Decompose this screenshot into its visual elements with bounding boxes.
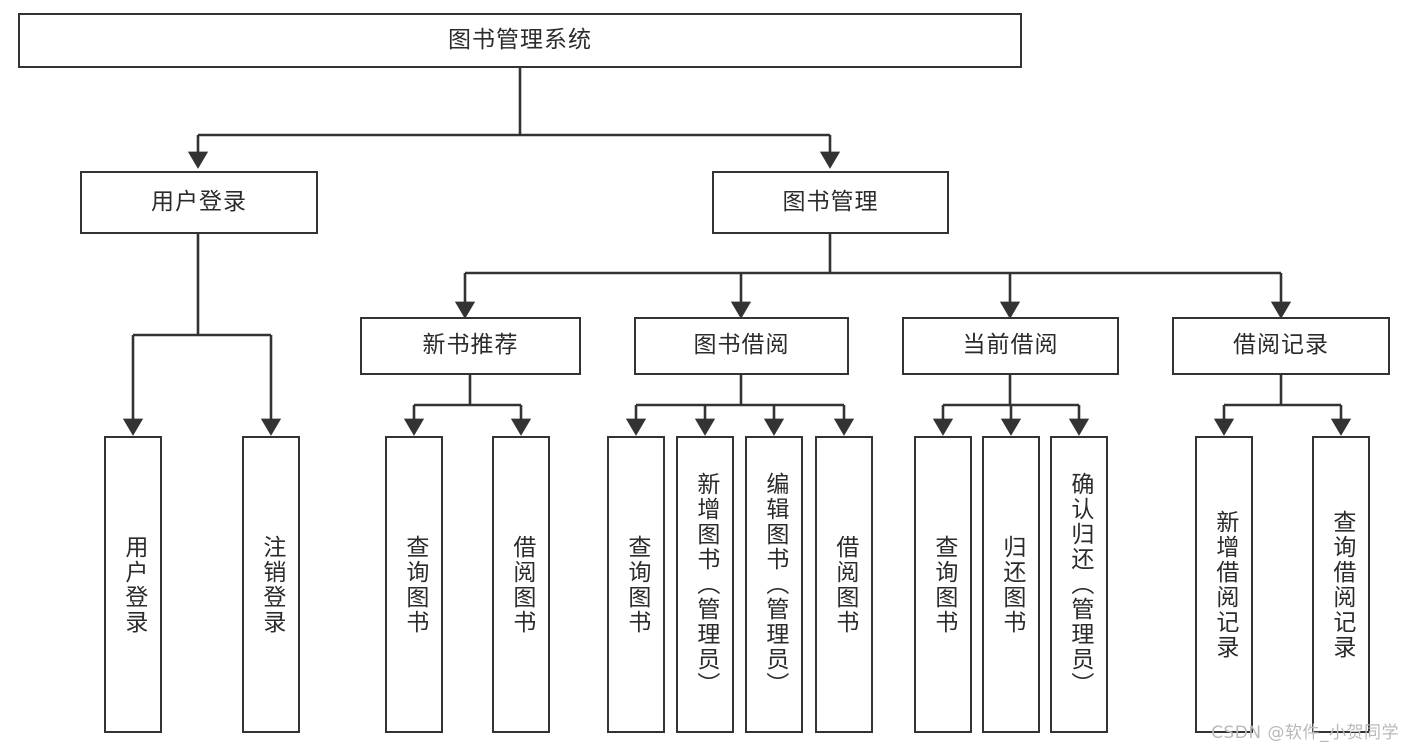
leaf-add-book-admin[interactable]: 新增图书（管理员） bbox=[676, 436, 734, 733]
leaf-query-book-borrow[interactable]: 查询图书 bbox=[607, 436, 665, 733]
node-root-book-management-system[interactable]: 图书管理系统 bbox=[18, 13, 1022, 68]
node-label: 图书管理 bbox=[782, 188, 879, 215]
node-label: 新增图书（管理员） bbox=[692, 472, 719, 697]
node-label: 注销登录 bbox=[258, 534, 285, 635]
node-label: 借阅记录 bbox=[1233, 332, 1329, 359]
node-label: 查询图书 bbox=[401, 534, 428, 635]
node-user-login[interactable]: 用户登录 bbox=[80, 171, 318, 234]
edge-current-borrow-to-leaves bbox=[932, 375, 1090, 436]
csdn-watermark: CSDN @软件_小贺同学 bbox=[1211, 723, 1399, 743]
node-current-borrow[interactable]: 当前借阅 bbox=[902, 317, 1119, 375]
node-label: 查询图书 bbox=[623, 534, 650, 635]
node-borrow-record[interactable]: 借阅记录 bbox=[1172, 317, 1390, 375]
edge-book-borrow-to-leaves bbox=[625, 375, 855, 436]
node-label: 新增借阅记录 bbox=[1211, 509, 1238, 660]
edge-root-to-level2 bbox=[187, 68, 841, 169]
leaf-return-book[interactable]: 归还图书 bbox=[982, 436, 1040, 733]
leaf-user-login[interactable]: 用户登录 bbox=[104, 436, 162, 733]
leaf-borrow-book-recommend[interactable]: 借阅图书 bbox=[492, 436, 550, 733]
leaf-edit-book-admin[interactable]: 编辑图书（管理员） bbox=[745, 436, 803, 733]
node-label: 借阅图书 bbox=[508, 534, 535, 635]
leaf-query-book-current[interactable]: 查询图书 bbox=[914, 436, 972, 733]
node-new-book-recommend[interactable]: 新书推荐 bbox=[360, 317, 581, 375]
leaf-confirm-return-admin[interactable]: 确认归还（管理员） bbox=[1050, 436, 1108, 733]
leaf-add-borrow-record[interactable]: 新增借阅记录 bbox=[1195, 436, 1253, 733]
edge-borrow-record-to-leaves bbox=[1213, 375, 1352, 436]
node-label: 查询借阅记录 bbox=[1328, 509, 1355, 660]
node-label: 确认归还（管理员） bbox=[1066, 472, 1093, 697]
node-book-management[interactable]: 图书管理 bbox=[712, 171, 949, 234]
leaf-query-borrow-record[interactable]: 查询借阅记录 bbox=[1312, 436, 1370, 733]
node-label: 借阅图书 bbox=[831, 534, 858, 635]
node-label: 图书借阅 bbox=[693, 332, 790, 359]
node-label: 编辑图书（管理员） bbox=[761, 472, 788, 697]
edge-new-book-to-leaves bbox=[403, 375, 532, 436]
node-label: 新书推荐 bbox=[422, 332, 519, 359]
leaf-borrow-book[interactable]: 借阅图书 bbox=[815, 436, 873, 733]
node-label: 查询图书 bbox=[930, 534, 957, 635]
leaf-query-book-recommend[interactable]: 查询图书 bbox=[385, 436, 443, 733]
node-label: 归还图书 bbox=[998, 534, 1025, 635]
edge-book-manage-to-level3 bbox=[454, 234, 1292, 319]
leaf-logout-login[interactable]: 注销登录 bbox=[242, 436, 300, 733]
node-book-borrow[interactable]: 图书借阅 bbox=[634, 317, 849, 375]
node-label: 用户登录 bbox=[120, 534, 147, 635]
edge-user-login-to-leaves bbox=[122, 234, 282, 436]
node-label: 用户登录 bbox=[151, 188, 247, 215]
node-label: 当前借阅 bbox=[962, 332, 1059, 359]
node-label: 图书管理系统 bbox=[448, 26, 592, 53]
